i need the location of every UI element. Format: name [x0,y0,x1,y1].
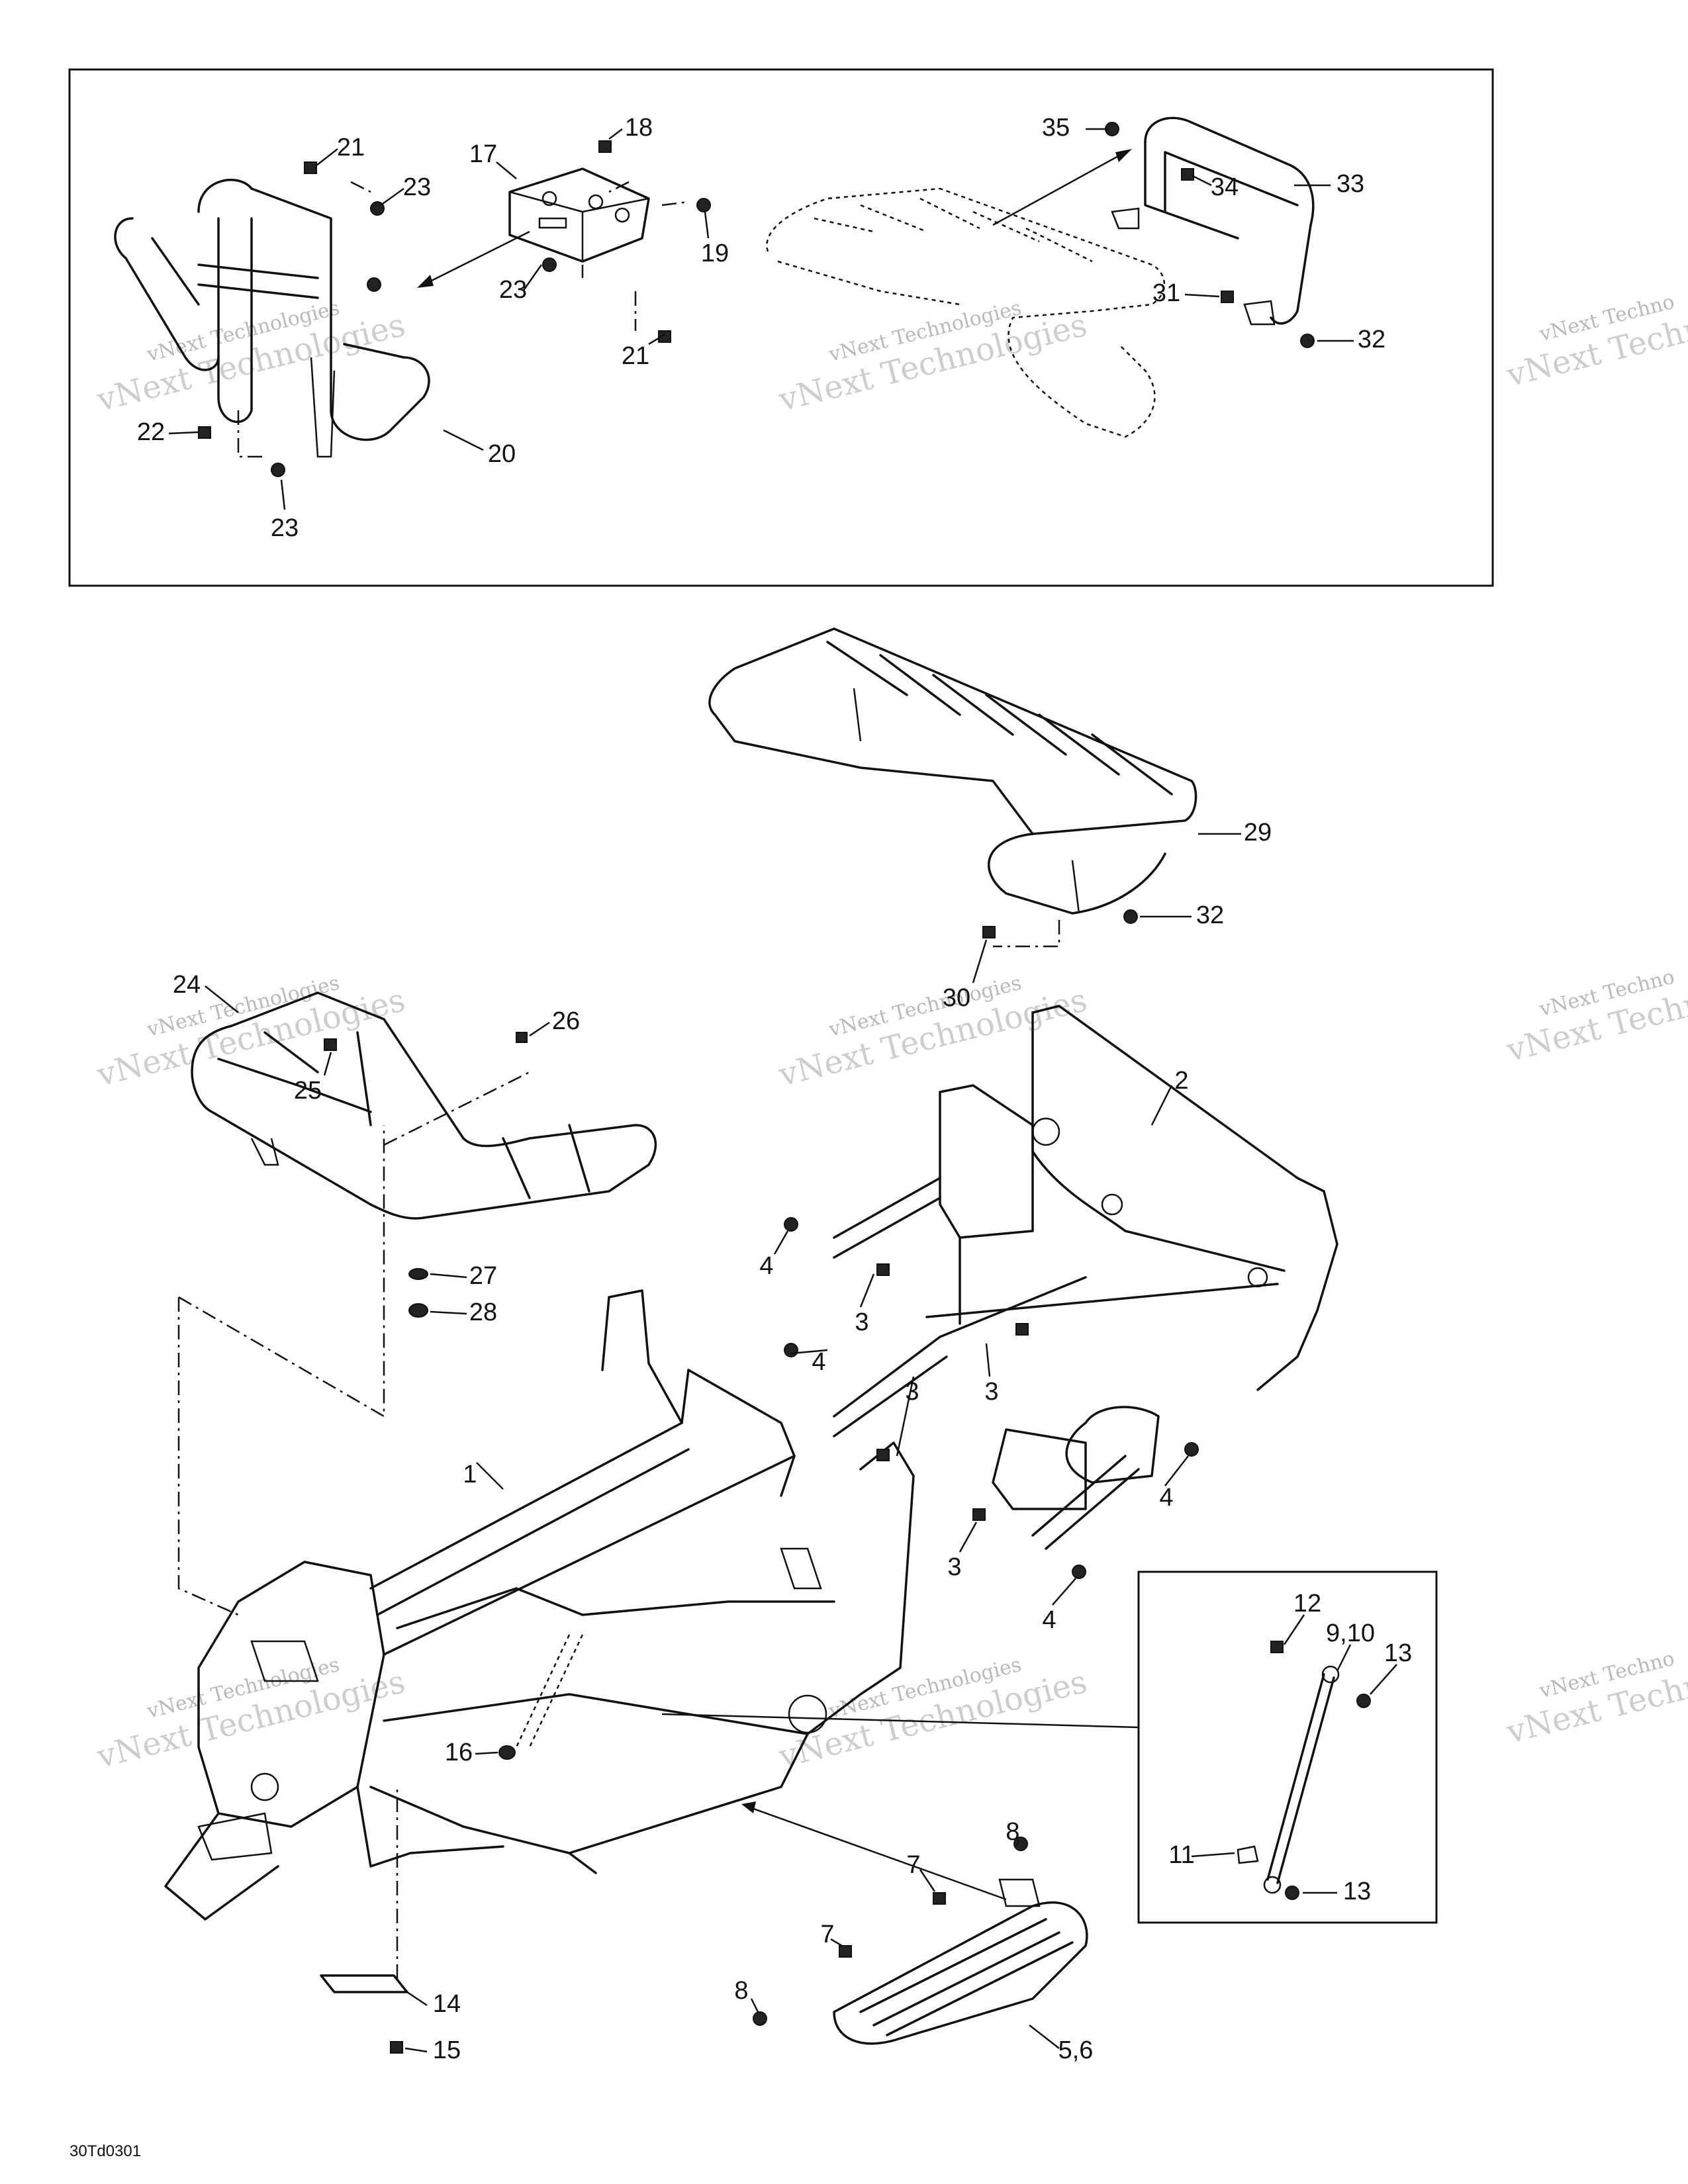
callout-label: 4 [812,1348,825,1376]
callout-label: 3 [947,1553,961,1581]
callout-label: 32 [1196,901,1224,929]
accessories-inset-frame [68,68,1494,587]
callout-label: 3 [905,1378,919,1406]
callout-label: 32 [1358,326,1385,353]
callout-label: 21 [622,342,649,370]
leader-lines [168,128,1397,2053]
rear-rack-outline-part [766,187,1165,438]
rear-bumper-part [1111,116,1315,326]
callout-label: 23 [499,276,527,304]
footrest-part [833,1878,1088,2045]
callout-label: 18 [625,114,653,142]
rear-rack-part [708,627,1197,915]
callout-label: 5,6 [1058,2036,1094,2064]
callout-label: 24 [173,971,201,999]
callout-label: 3 [984,1378,998,1406]
callout-label: 34 [1211,173,1239,201]
rear-subframe-part [833,1005,1338,1550]
front-bumper-part [114,179,430,458]
callout-label: 17 [469,140,497,168]
callout-label: 29 [1244,819,1272,846]
callout-label: 13 [1384,1639,1412,1667]
callout-label: 12 [1293,1590,1321,1617]
callout-label: 20 [488,440,516,468]
callout-label: 7 [820,1921,834,1948]
callout-label: 33 [1336,170,1364,198]
callout-label: 9,10 [1326,1619,1375,1647]
callout-label: 27 [469,1262,497,1290]
callout-label: 4 [1042,1606,1056,1634]
callout-label: 1 [463,1461,477,1488]
callout-label: 21 [337,134,365,161]
stabilizer-rod-part [1237,1665,1340,1894]
callout-label: 8 [1006,1818,1019,1846]
front-rack-part [191,991,657,1220]
main-frame-part [164,1289,915,1921]
callout-label: 11 [1168,1841,1194,1869]
callout-label: 30 [943,984,970,1012]
callout-label: 26 [552,1007,580,1035]
callout-label: 13 [1343,1878,1371,1905]
hardware-parts [198,122,1371,2054]
callout-label: 8 [734,1977,748,2005]
callout-label: 22 [137,418,165,446]
callout-label: 14 [433,1990,461,2018]
callout-label: 2 [1174,1067,1188,1095]
callout-label: 31 [1152,279,1180,307]
stabilizer-rod-inset-frame [1137,1570,1438,1924]
callout-label: 4 [759,1252,773,1280]
bumper-bracket-part [508,167,650,263]
callout-label: 15 [433,2036,461,2064]
callout-label: 23 [403,173,431,201]
callout-label: 35 [1042,114,1070,142]
callout-label: 23 [271,514,299,542]
callout-label: 16 [445,1739,473,1766]
callout-label: 7 [906,1851,920,1879]
callout-label: 25 [294,1077,322,1105]
callout-label: 4 [1159,1484,1173,1512]
callout-label: 3 [855,1308,868,1336]
callout-label: 19 [701,240,729,267]
assembly-lines [177,149,1139,1979]
callout-label: 28 [469,1298,497,1326]
drawing-code: 30Td0301 [70,2142,141,2160]
